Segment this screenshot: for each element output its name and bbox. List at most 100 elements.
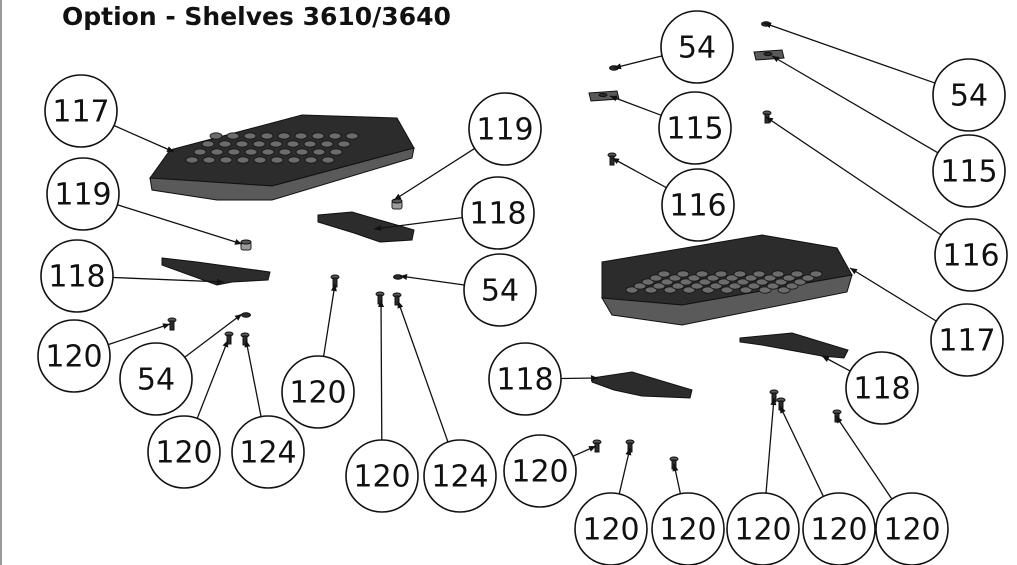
part-number-label: 118 [48, 260, 105, 295]
leader-line-b8 [399, 275, 465, 286]
leader-arrow-b10 [222, 340, 229, 348]
leader-line-b12 [380, 299, 383, 441]
part-number-label: 115 [940, 155, 997, 190]
part-callout-balloon: 54 [463, 253, 537, 327]
leader-line-b17 [763, 22, 936, 84]
leader-arrow-b14 [614, 63, 622, 70]
leader-arrow-b21 [590, 375, 598, 382]
part-number-label: 120 [45, 340, 102, 375]
leader-line-b27 [779, 405, 825, 497]
part-callout-balloon: 120 [37, 319, 111, 393]
shelf-part-right [601, 234, 853, 326]
leader-line-b24 [618, 447, 631, 495]
part-number-label: 120 [155, 436, 212, 471]
part-callout-balloon: 54 [119, 342, 193, 416]
leader-arrow-b19 [766, 117, 774, 124]
bracket-part-4 [739, 332, 849, 359]
part-number-label: 120 [289, 376, 346, 411]
part-callout-balloon: 124 [231, 415, 305, 489]
leader-arrow-b26 [770, 398, 777, 406]
leader-lines-layer [107, 22, 942, 500]
part-callout-balloon: 120 [147, 415, 221, 489]
shelf-part-left [149, 114, 415, 201]
part-callout-balloon: 118 [461, 176, 535, 250]
leader-line-b2 [117, 204, 243, 245]
leader-line-b5 [373, 216, 463, 230]
screw-part-1 [167, 317, 177, 331]
leader-arrow-b17 [764, 22, 772, 29]
leader-arrow-b15 [610, 95, 618, 102]
leader-arrow-b22 [822, 356, 830, 362]
part-number-label: 124 [239, 436, 296, 471]
leader-arrow-b28 [836, 416, 843, 424]
part-number-label: 120 [582, 513, 639, 548]
part-number-label: 116 [942, 239, 999, 274]
leader-arrow-b2 [234, 239, 242, 245]
leader-arrow-b12 [378, 300, 385, 308]
part-callout-balloon: 117 [930, 303, 1004, 377]
leader-line-b7 [184, 313, 243, 358]
leader-arrow-b25 [672, 464, 679, 472]
leader-arrow-b9 [330, 284, 337, 292]
part-callout-balloon: 118 [845, 351, 919, 425]
part-number-label: 120 [659, 513, 716, 548]
part-number-label: 54 [481, 274, 519, 309]
part-number-label: 118 [853, 372, 910, 407]
screw-part-2 [224, 331, 234, 345]
part-callout-balloon: 120 [651, 492, 725, 565]
leader-line-b15 [609, 95, 662, 116]
part-callout-balloon: 115 [932, 134, 1006, 208]
leader-line-b28 [835, 415, 893, 500]
leader-line-b18 [771, 55, 939, 154]
leader-arrow-b16 [612, 158, 620, 164]
leader-arrow-b27 [780, 406, 786, 414]
leader-line-b19 [765, 116, 942, 236]
part-number-label: 119 [54, 178, 111, 213]
part-callout-balloon: 119 [46, 157, 120, 231]
part-number-label: 54 [950, 79, 988, 114]
part-number-label: 117 [52, 95, 109, 130]
leader-line-b20 [849, 267, 937, 322]
leader-arrow-b18 [772, 56, 780, 63]
part-number-label: 116 [669, 189, 726, 224]
part-number-label: 115 [666, 112, 723, 147]
bracket-part-3 [591, 371, 693, 399]
part-callout-balloon: 118 [40, 239, 114, 313]
part-callout-balloon: 120 [726, 492, 800, 565]
part-number-label: 124 [431, 460, 488, 495]
leader-line-b3 [393, 147, 476, 201]
part-callout-balloon: 54 [660, 10, 734, 84]
leader-arrow-b20 [850, 268, 858, 275]
part-callout-balloon: 54 [932, 58, 1006, 132]
part-number-label: 54 [137, 363, 175, 398]
part-number-label: 117 [938, 324, 995, 359]
part-number-label: 120 [734, 513, 791, 548]
leader-arrow-b13 [397, 301, 404, 309]
part-callout-balloon: 120 [345, 439, 419, 513]
leader-arrow-b8 [400, 273, 408, 280]
part-number-label: 118 [469, 197, 526, 232]
part-callout-balloon: 124 [423, 439, 497, 513]
part-callout-balloon: 116 [661, 168, 735, 242]
washer-part-2 [393, 274, 403, 280]
part-callout-balloon: 120 [503, 434, 577, 508]
screw-part-3 [240, 332, 250, 346]
leader-arrow-b1 [166, 146, 174, 152]
part-callout-balloon: 120 [802, 492, 876, 565]
spacer-part-2 [391, 198, 403, 210]
leader-line-b10 [196, 339, 229, 419]
leader-arrow-b3 [394, 193, 402, 200]
screw-part-5 [375, 291, 385, 305]
screw-part-116a [607, 152, 617, 166]
part-number-label: 120 [810, 513, 867, 548]
leader-line-b26 [765, 397, 775, 494]
leader-arrow-b5 [374, 225, 382, 232]
part-callout-balloon: 116 [934, 218, 1008, 292]
part-number-label: 120 [883, 513, 940, 548]
leader-arrow-b11 [244, 340, 251, 348]
part-callout-balloon: 115 [658, 91, 732, 165]
bracket-part-1 [317, 211, 415, 243]
part-callout-balloon: 117 [44, 74, 118, 148]
